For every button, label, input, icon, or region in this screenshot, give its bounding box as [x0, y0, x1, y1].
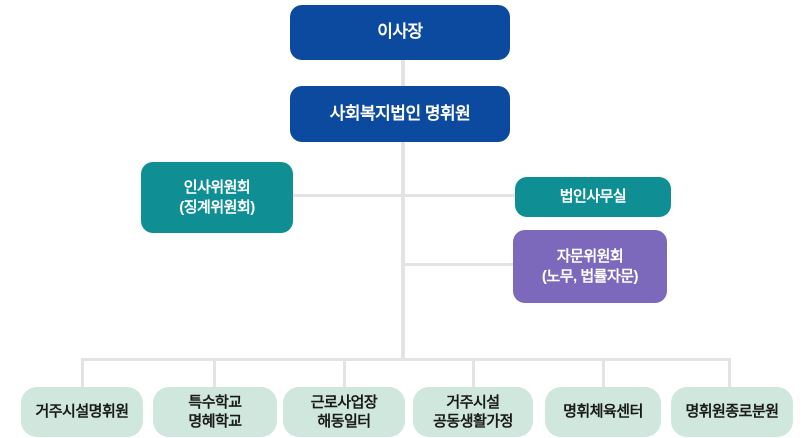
org-node-corporation: 사회복지법인 명휘원 — [290, 86, 510, 142]
connector-facility-stub-2 — [213, 358, 216, 388]
connector-personnel-to-office — [293, 194, 515, 197]
org-node-facility-jongno-branch: 명휘원종로분원 — [671, 387, 793, 437]
connector-facilities-horizontal — [81, 358, 731, 361]
org-node-chairman: 이사장 — [290, 5, 510, 60]
connector-facility-stub-3 — [343, 358, 346, 388]
org-node-facility-workplace: 근로사업장 해동일터 — [283, 387, 405, 437]
connector-main-vertical — [401, 142, 405, 360]
connector-facility-stub-4 — [472, 358, 475, 388]
org-node-facility-special-school: 특수학교 명혜학교 — [153, 387, 277, 437]
org-node-facility-group-home: 거주시설 공동생활가정 — [413, 387, 533, 437]
connector-root-to-corporation — [401, 60, 405, 86]
connector-to-advisory — [403, 263, 513, 266]
org-node-personnel-committee: 인사위원회 (징계위원회) — [141, 162, 293, 233]
org-node-facility-sports-center: 명휘체육센터 — [545, 387, 661, 437]
org-node-corporate-office: 법인사무실 — [515, 177, 671, 217]
org-node-facility-residential-myunghwiwon: 거주시설명휘원 — [21, 387, 143, 437]
connector-facility-stub-1 — [81, 358, 84, 388]
org-node-advisory-committee: 자문위원회 (노무, 법률자문) — [513, 230, 667, 303]
connector-facility-stub-5 — [602, 358, 605, 388]
connector-facility-stub-6 — [728, 358, 731, 388]
